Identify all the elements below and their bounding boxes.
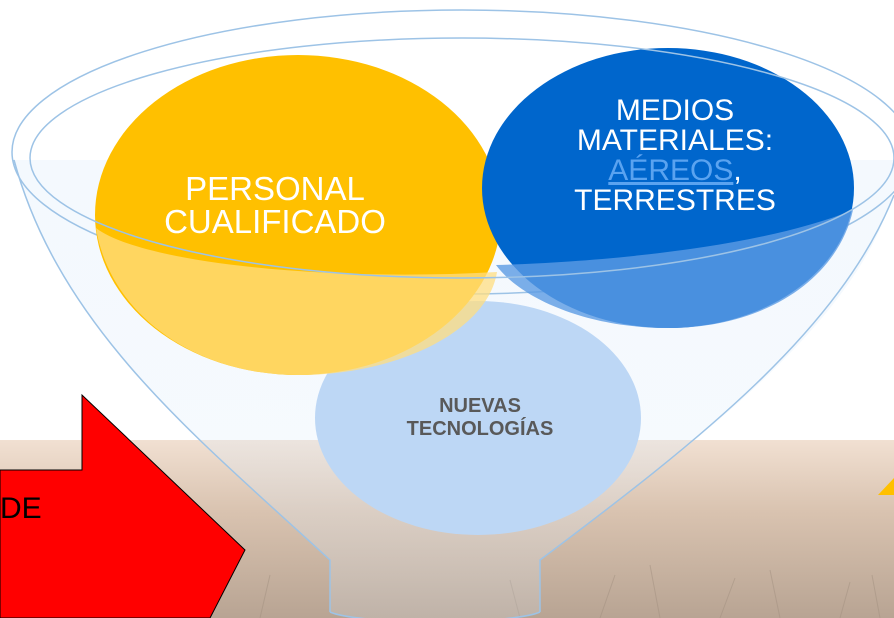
funnel-bottom (329, 611, 541, 618)
aereos-link[interactable]: AÉREOS (608, 154, 734, 187)
personal-cualificado-label: PERSONAL CUALIFICADO (160, 172, 390, 238)
nuevas-line-1: NUEVAS (439, 395, 521, 417)
orange-corner-shape (878, 478, 894, 495)
red-arrow-label: DE (0, 492, 42, 525)
personal-line-1: PERSONAL (185, 170, 365, 207)
medios-comma: , (733, 154, 742, 187)
personal-line-2: CUALIFICADO (164, 203, 386, 240)
personal-cualificado-glass-overlay (96, 228, 497, 375)
funnel-left-edge (13, 159, 331, 612)
medios-line-4: TERRESTRES (574, 184, 776, 217)
red-arrow-shape (0, 393, 246, 618)
nuevas-line-2: TECNOLOGÍAS (406, 418, 554, 440)
funnel-rim-inner (29, 37, 894, 279)
medios-line-2: MATERIALES: (576, 124, 774, 157)
medios-line-1: MEDIOS (615, 94, 735, 127)
medios-line-3: AÉREOS, (520, 156, 830, 186)
medios-materiales-label: MEDIOS MATERIALES: AÉREOS, TERRESTRES (520, 96, 830, 216)
nuevas-tecnologias-label: NUEVAS TECNOLOGÍAS (380, 395, 580, 441)
funnel-right-edge (539, 194, 894, 612)
medios-materiales-glass-overlay (496, 210, 853, 328)
